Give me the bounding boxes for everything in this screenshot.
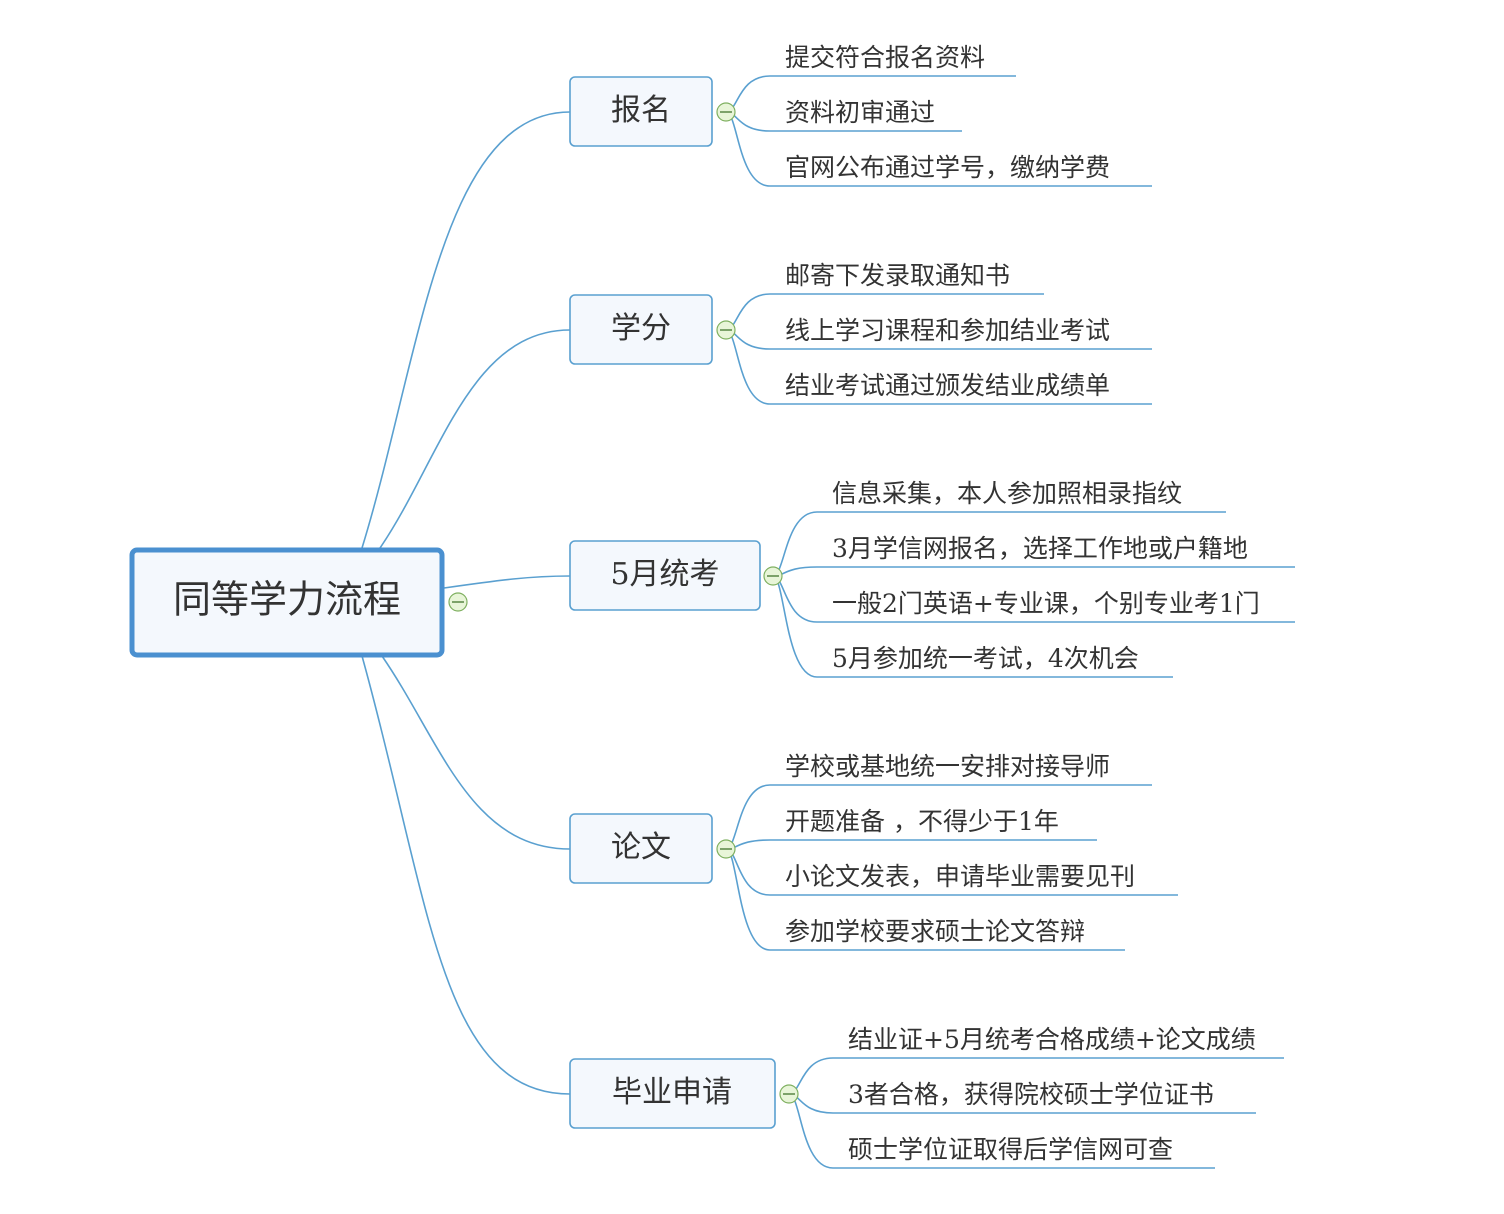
- branch-node-xuefen[interactable]: 学分: [569, 294, 713, 365]
- branch-collapse-toggle[interactable]: [716, 102, 736, 122]
- branch-label: 论文: [611, 830, 671, 865]
- leaf-label: 3者合格，获得院校硕士学位证书: [848, 1080, 1214, 1109]
- branch-collapse-toggle[interactable]: [779, 1084, 799, 1104]
- branch-collapse-toggle[interactable]: [716, 839, 736, 859]
- leaf-label: 学校或基地统一安排对接导师: [785, 752, 1110, 781]
- leaf-label: 一般2门英语+专业课，个别专业考1门: [832, 589, 1260, 618]
- leaf-label: 线上学习课程和参加结业考试: [785, 316, 1110, 345]
- leaf-label: 资料初审通过: [785, 98, 935, 127]
- leaf-label: 信息采集，本人参加照相录指纹: [832, 479, 1182, 508]
- leaf-connector: [788, 1093, 834, 1169]
- branch-collapse-toggle[interactable]: [763, 566, 783, 586]
- leaf-label: 硕士学位证取得后学信网可查: [848, 1135, 1173, 1164]
- branch-collapse-toggle[interactable]: [716, 320, 736, 340]
- root-node-label: 同等学力流程: [173, 578, 401, 622]
- leaf-label: 邮寄下发录取通知书: [785, 261, 1010, 290]
- leaf-label: 结业证+5月统考合格成绩+论文成绩: [848, 1025, 1256, 1054]
- branch-node-thesis[interactable]: 论文: [569, 813, 713, 884]
- root-collapse-toggle[interactable]: [448, 592, 468, 612]
- branch-node-graduation[interactable]: 毕业申请: [569, 1058, 776, 1129]
- leaf-label: 参加学校要求硕士论文答辩: [785, 917, 1085, 946]
- root-connector: [361, 655, 571, 1095]
- leaf-connector: [725, 111, 771, 187]
- leaf-connector: [725, 329, 771, 405]
- branch-label: 学分: [611, 311, 671, 346]
- connector-layer: [361, 75, 1295, 1169]
- leaf-label: 小论文发表，申请毕业需要见刊: [785, 862, 1135, 891]
- branch-label: 5月统考: [610, 557, 719, 592]
- leaf-label: 提交符合报名资料: [785, 43, 985, 72]
- root-connector: [381, 655, 571, 850]
- root-connector: [379, 329, 571, 549]
- leaf-connector: [725, 848, 771, 951]
- leaf-label: 官网公布通过学号，缴纳学费: [785, 153, 1110, 182]
- leaf-label: 3月学信网报名，选择工作地或户籍地: [832, 534, 1248, 563]
- leaf-label: 开题准备 ，不得少于1年: [785, 807, 1059, 836]
- root-node[interactable]: 同等学力流程: [129, 547, 445, 658]
- branch-node-baoming[interactable]: 报名: [569, 76, 713, 147]
- branch-label: 毕业申请: [612, 1075, 732, 1110]
- leaf-connector: [772, 575, 818, 678]
- leaf-label: 5月参加统一考试，4次机会: [832, 644, 1139, 673]
- leaf-label: 结业考试通过颁发结业成绩单: [785, 371, 1110, 400]
- branch-label: 报名: [611, 93, 671, 128]
- root-connector: [443, 575, 571, 589]
- branch-node-exam[interactable]: 5月统考: [569, 540, 761, 611]
- root-connector: [361, 111, 571, 549]
